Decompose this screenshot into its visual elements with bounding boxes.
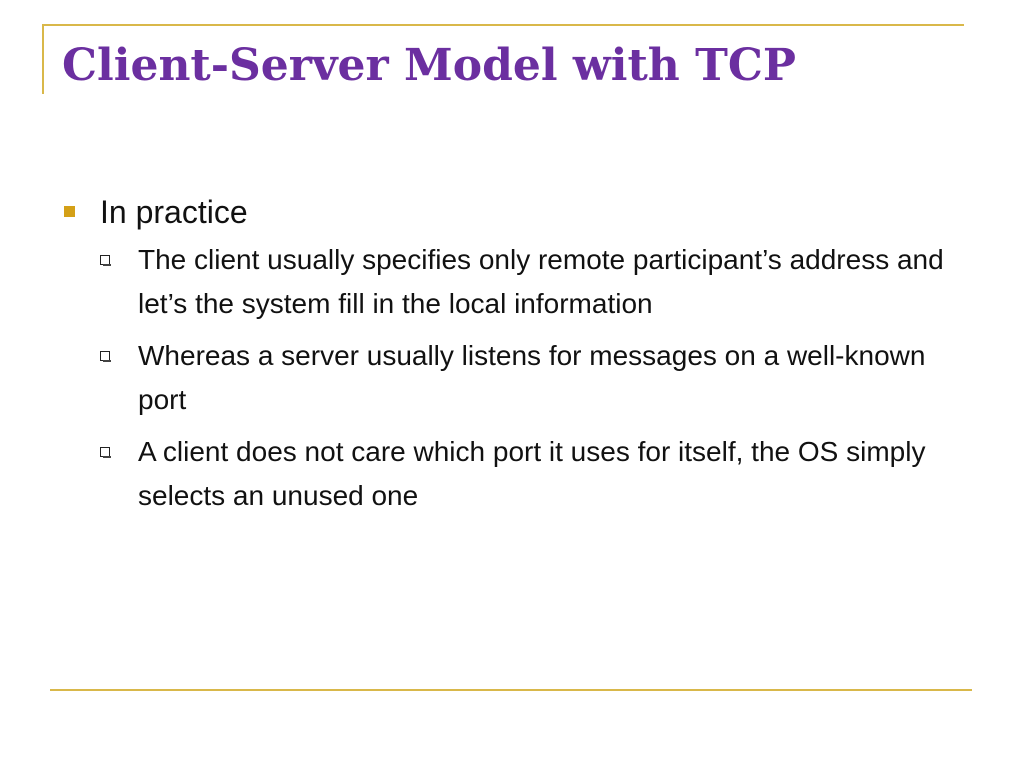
frame-left-line — [42, 24, 44, 94]
sub-bullet-item: Whereas a server usually listens for mes… — [62, 334, 972, 422]
sub-bullet-text: A client does not care which port it use… — [138, 436, 926, 511]
slide-title: Client-Server Model with TCP — [62, 40, 796, 91]
sub-bullet-text: The client usually specifies only remote… — [138, 244, 944, 319]
filled-square-bullet-icon — [64, 206, 75, 217]
sub-bullet-item: A client does not care which port it use… — [62, 430, 972, 518]
slide-body: In practice The client usually specifies… — [62, 188, 972, 526]
hollow-square-bullet-icon — [100, 447, 111, 458]
sub-bullet-item: The client usually specifies only remote… — [62, 238, 972, 326]
hollow-square-bullet-icon — [100, 255, 111, 266]
bullet-level1-text: In practice — [100, 194, 248, 230]
frame-top-line — [42, 24, 964, 26]
hollow-square-bullet-icon — [100, 351, 111, 362]
bullet-level1: In practice — [62, 188, 972, 236]
sub-bullet-text: Whereas a server usually listens for mes… — [138, 340, 926, 415]
frame-bottom-line — [50, 689, 972, 691]
sub-bullet-list: The client usually specifies only remote… — [62, 238, 972, 518]
